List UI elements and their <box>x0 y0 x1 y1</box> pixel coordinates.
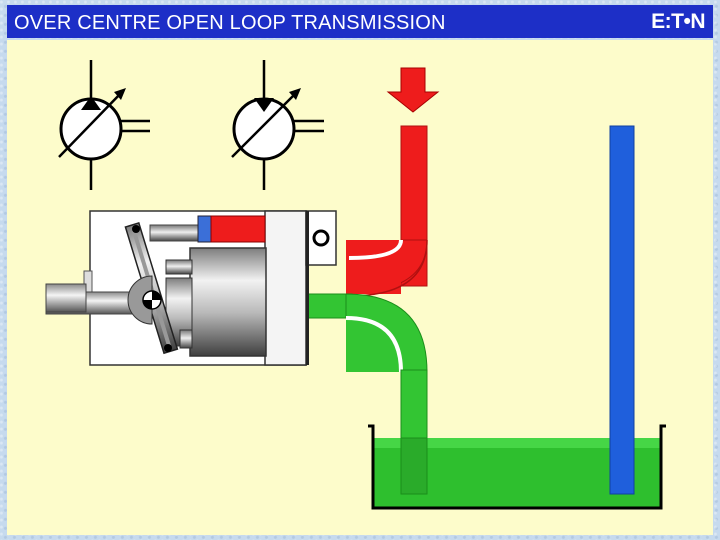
return-line <box>609 125 635 495</box>
pressure-line <box>346 125 428 297</box>
page-title: OVER CENTRE OPEN LOOP TRANSMISSION <box>14 12 446 34</box>
variable-pump-symbol-flow-up <box>58 60 150 190</box>
arrow-down-icon <box>386 67 440 113</box>
variable-pump-symbol-flow-down <box>231 60 324 190</box>
title-bar: OVER CENTRE OPEN LOOP TRANSMISSION E:T•N <box>7 5 713 38</box>
suction-line <box>306 293 428 497</box>
eaton-logo: E:T•N <box>651 10 705 33</box>
axial-piston-pump-icon <box>45 210 337 366</box>
